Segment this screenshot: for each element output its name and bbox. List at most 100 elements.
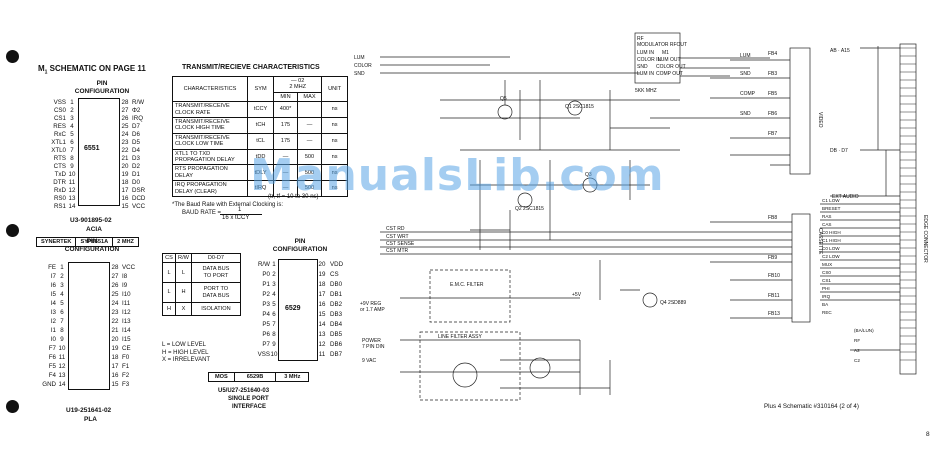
spi-part-number: U5/U27-251640-03: [218, 388, 270, 394]
pla-pin-name: F6: [48, 354, 56, 361]
spi-pin-number: 13: [318, 331, 326, 338]
acia-pin-number: 18: [121, 179, 129, 186]
transmit-cell-max: —: [296, 117, 323, 134]
hdr-min: MIN: [273, 91, 298, 103]
acia-pin-name: RS0: [53, 195, 66, 202]
modulator-lum-in-2: LUM IN: [637, 71, 654, 77]
edge-extra-label: C2: [854, 358, 860, 363]
spi-pin-number: 19: [318, 271, 326, 278]
pla-pin-number: 3: [60, 282, 64, 289]
power-5v: +5V: [572, 292, 582, 298]
pla-chip-body: [68, 262, 110, 390]
spi-pin-name: DB6: [330, 341, 343, 348]
transmit-cell-min: 400*: [273, 101, 298, 119]
ext-audio-label: EXT AUDIO: [832, 194, 859, 200]
pla-pin-name: I12: [122, 309, 131, 316]
edge-signal-label: CAS: [822, 222, 831, 227]
transmit-cell-c: RTS PROPAGATION DELAY: [172, 164, 248, 182]
transmit-cell-c: TRANSMIT/RECEIVE CLOCK HIGH TIME: [172, 117, 248, 134]
pla-pin-name: I6: [50, 282, 56, 289]
edge-signal-label: CS1: [822, 278, 831, 283]
fb11-label: FB11: [768, 293, 780, 299]
spi-pin-number: 17: [318, 291, 326, 298]
pla-pin-number: 28: [111, 264, 119, 271]
acia-pin-name: CS1: [53, 115, 66, 122]
truth-hdr-data: D0-D7: [190, 252, 241, 264]
acia-pin-name: XTL1: [51, 139, 66, 146]
baud-label: BAUD RATE =: [182, 210, 222, 216]
pla-pin-name: F5: [48, 363, 56, 370]
transmit-cell-min: 175: [273, 132, 298, 150]
page-number: 8: [926, 431, 930, 438]
spi-pin-number: 9: [272, 341, 276, 348]
acia-pin-number: 3: [70, 115, 74, 122]
spi-pin-number: 20: [318, 261, 326, 268]
pla-pin-name: I11: [122, 300, 131, 307]
spi-pin-number: 16: [318, 301, 326, 308]
transmit-cell-c: IRQ PROPAGATION DELAY (CLEAR): [172, 180, 248, 198]
acia-pin-name: RxD: [53, 187, 66, 194]
spi-pin-number: 6: [272, 311, 276, 318]
acia-pin-number: 27: [121, 107, 129, 114]
pla-pin-name: FE: [48, 264, 56, 271]
acia-pin-name: RxC: [53, 131, 66, 138]
acia-pin-config-heading: PIN CONFIGURATION: [74, 80, 130, 95]
spi-pin-name: P1: [262, 281, 270, 288]
m1-schematic-title: M1 SCHEMATIC ON PAGE 11: [38, 64, 146, 76]
acia-pin-name: XTL0: [51, 147, 66, 154]
hdr-sym: SYM: [246, 75, 275, 103]
modulator-freq: 5KK MHZ: [635, 88, 657, 94]
spi-pin-name: P2: [262, 291, 270, 298]
acia-pin-number: 11: [68, 179, 76, 186]
pla-pin-number: 1: [60, 264, 64, 271]
transistor-q5: Q5: [500, 96, 507, 102]
acia-pin-number: 12: [68, 187, 76, 194]
acia-pin-name: R/W: [132, 99, 145, 106]
hdr-characteristics: CHARACTERISTICS: [172, 75, 248, 103]
spi-pin-name: P7: [262, 341, 270, 348]
edge-signal-label: IRQ: [822, 294, 831, 299]
pla-pin-number: 13: [58, 372, 66, 379]
spi-pin-number: 3: [272, 281, 276, 288]
input-lum: LUM: [354, 55, 365, 61]
edge-signal-label: REC: [822, 310, 832, 315]
spi-pin-name: CS: [330, 271, 339, 278]
maker-speed: 2 MHZ: [112, 236, 139, 248]
acia-pin-number: 6: [70, 139, 74, 146]
spi-pin-name: P3: [262, 301, 270, 308]
transmit-cell-s: tCH: [246, 117, 275, 134]
input-color: COLOR: [354, 63, 372, 69]
spi-pin-number: 10: [270, 351, 278, 358]
edge-extra-label: RF: [854, 338, 860, 343]
pla-pin-name: F4: [48, 372, 56, 379]
modulator-lum-in: LUM IN: [637, 50, 654, 56]
fb10-label: FB10: [768, 273, 780, 279]
spi-pin-name: DB5: [330, 331, 343, 338]
cst-wrt: CST WRT: [386, 234, 409, 240]
fb13-label: FB13: [768, 311, 780, 317]
spi-pin-number: 15: [318, 311, 326, 318]
edge-signal-label: CS0: [822, 270, 831, 275]
acia-pin-name: VSS: [53, 99, 66, 106]
fb3-label: FB3: [768, 71, 777, 77]
acia-maker-table: SYNERTEK SYP6551A 2 MHZ: [35, 236, 139, 248]
power-label: POWER: [362, 338, 381, 344]
spi-maker-part: 6529B: [233, 371, 277, 383]
transmit-table: CHARACTERISTICS SYM — 02 2 MHZ UNIT MIN …: [172, 75, 348, 198]
pla-pin-name: F0: [122, 354, 130, 361]
binder-hole-bottom: [6, 400, 19, 413]
line-filter-label: LINE FILTER ASSY: [438, 334, 482, 340]
edge-connector-title: EDGE CONNECTOR: [922, 215, 928, 263]
acia-pin-number: 7: [70, 147, 74, 154]
transistor-q4: Q4 2SD889: [660, 300, 686, 306]
transmit-cell-u: ns: [321, 132, 348, 150]
acia-pin-name: VCC: [132, 203, 146, 210]
acia-pin-number: 13: [68, 195, 76, 202]
pla-pin-number: 23: [111, 309, 119, 316]
truth-cell: H: [175, 282, 192, 304]
pla-pin-number: 19: [111, 345, 119, 352]
